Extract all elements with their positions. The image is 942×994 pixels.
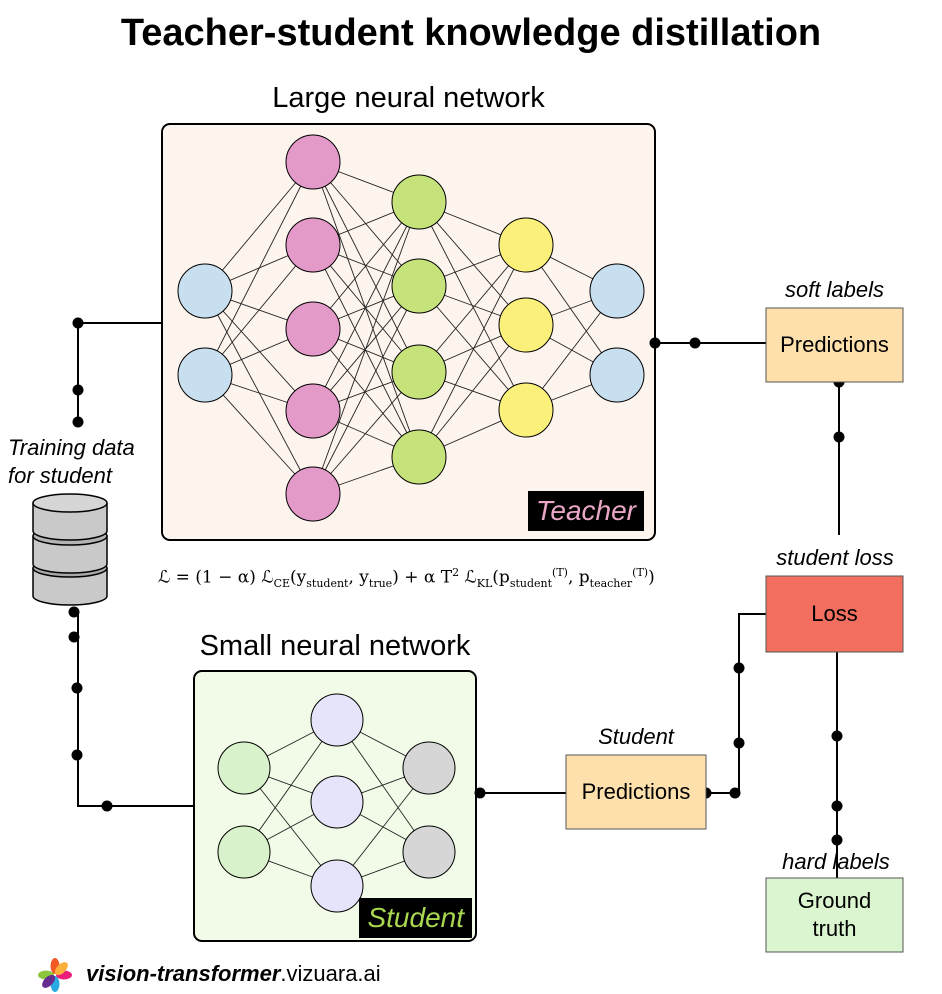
training-data-line1: Training data bbox=[8, 435, 135, 460]
page-title: Teacher-student knowledge distillation bbox=[120, 12, 822, 54]
teacher-connection bbox=[312, 161, 420, 373]
ground-truth-label: Ground truth bbox=[766, 878, 903, 952]
footer-brand: vision-transformer.vizuara.ai bbox=[86, 961, 381, 987]
teacher-neuron-l4-2 bbox=[498, 297, 554, 353]
training-data-line2: for student bbox=[8, 463, 112, 488]
teacher-neuron-l2-5 bbox=[285, 466, 341, 522]
student-predictions-box bbox=[565, 754, 707, 830]
student-neuron-l1-2 bbox=[217, 825, 271, 879]
teacher-neuron-l3-4 bbox=[391, 429, 447, 485]
teacher-connection bbox=[418, 324, 527, 458]
teacher-neuron-l3-2 bbox=[391, 258, 447, 314]
teacher-badge: Teacher bbox=[527, 491, 644, 531]
loss-box bbox=[765, 575, 904, 653]
loss-label: Loss bbox=[811, 601, 858, 626]
teacher-connection bbox=[312, 285, 420, 495]
teacher-connection bbox=[312, 244, 420, 373]
teacher-neuron-l3-3 bbox=[391, 344, 447, 400]
student-predictions-label: Predictions bbox=[581, 779, 691, 804]
footer-domain: .vizuara.ai bbox=[280, 961, 381, 986]
teacher-connection bbox=[418, 244, 527, 373]
soft-predictions-box bbox=[765, 307, 904, 383]
student-loss-caption: student loss bbox=[776, 545, 894, 570]
teacher-connection bbox=[204, 161, 314, 292]
student-heading: Small neural network bbox=[199, 630, 471, 662]
teacher-neuron-l1-2 bbox=[177, 347, 233, 403]
database-icon bbox=[32, 493, 108, 606]
teacher-neuron-l1-1 bbox=[177, 263, 233, 319]
soft-labels-caption: soft labels bbox=[784, 277, 885, 302]
teacher-connection bbox=[312, 161, 420, 458]
teacher-neuron-l4-1 bbox=[498, 217, 554, 273]
student-neuron-l3-1 bbox=[402, 741, 456, 795]
connector-dots bbox=[68, 317, 845, 846]
soft-predictions-label: Predictions bbox=[780, 332, 889, 357]
teacher-neuron-l2-4 bbox=[285, 383, 341, 439]
teacher-connection bbox=[418, 201, 527, 411]
teacher-connection bbox=[204, 161, 314, 376]
teacher-neuron-l2-1 bbox=[285, 134, 341, 190]
teacher-neurons bbox=[177, 134, 645, 522]
teacher-connection bbox=[312, 328, 420, 458]
ground-truth-line1: Ground bbox=[797, 888, 872, 913]
teacher-neuron-l5-1 bbox=[589, 263, 645, 319]
ground-truth-line2: truth bbox=[812, 916, 857, 941]
student-neuron-l2-3 bbox=[310, 859, 364, 913]
ground-truth-box bbox=[765, 877, 904, 953]
teacher-connection bbox=[204, 244, 314, 376]
teacher-neuron-l4-3 bbox=[498, 382, 554, 438]
teacher-connection bbox=[312, 201, 420, 495]
student-connection bbox=[243, 719, 338, 853]
student-neuron-l3-2 bbox=[402, 825, 456, 879]
teacher-neuron-l2-3 bbox=[285, 301, 341, 357]
teacher-neuron-l3-1 bbox=[391, 174, 447, 230]
student-neuron-l1-1 bbox=[217, 741, 271, 795]
teacher-heading: Large neural network bbox=[272, 82, 545, 114]
pinwheel-logo-icon bbox=[38, 958, 72, 992]
teacher-connection bbox=[312, 201, 420, 330]
student-predictions-caption: Student bbox=[598, 724, 674, 749]
distillation-loss-formula: ℒ = (1 − α) ℒCE(ystudent, ytrue) + α T2 … bbox=[158, 566, 655, 591]
footer-brand-name: vision-transformer bbox=[86, 961, 281, 986]
student-badge: Student bbox=[359, 898, 472, 938]
student-neurons bbox=[217, 693, 456, 913]
student-connection bbox=[336, 719, 430, 853]
teacher-connection bbox=[418, 244, 527, 458]
student-neuron-l2-1 bbox=[310, 693, 364, 747]
teacher-neuron-l2-2 bbox=[285, 217, 341, 273]
teacher-connection bbox=[312, 201, 420, 412]
teacher-connection bbox=[204, 290, 314, 495]
hard-labels-caption: hard labels bbox=[782, 849, 890, 874]
student-neuron-l2-2 bbox=[310, 775, 364, 829]
teacher-connection bbox=[312, 244, 420, 458]
teacher-neuron-l5-2 bbox=[589, 347, 645, 403]
training-data-label: Training data for student bbox=[8, 434, 135, 490]
